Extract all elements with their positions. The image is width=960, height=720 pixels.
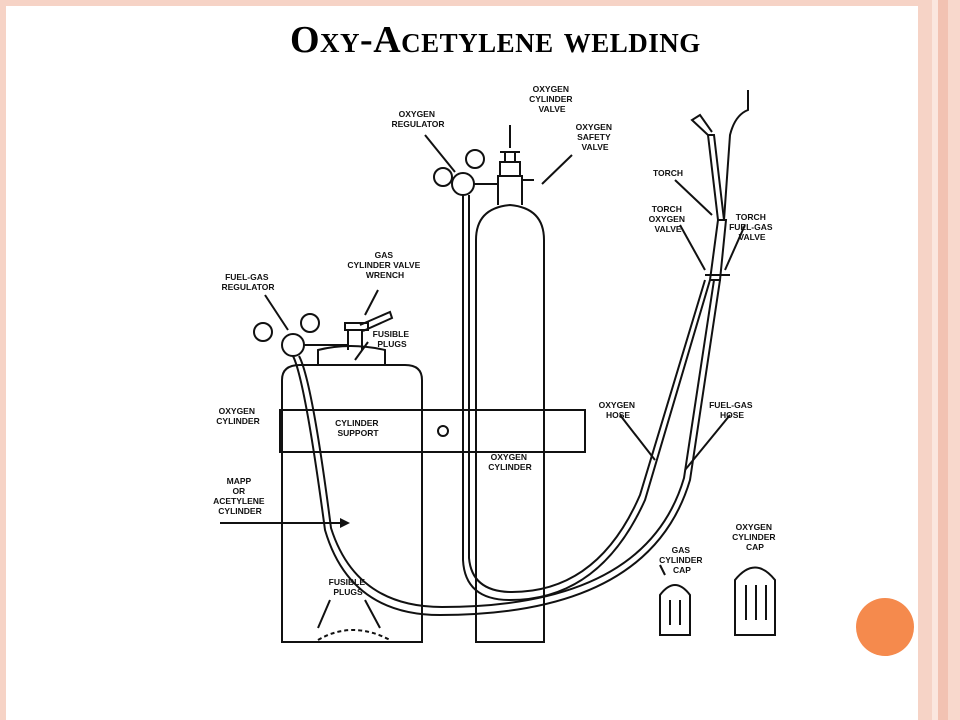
label-oxygen-safety-valve-1: OXYGEN — [576, 122, 612, 132]
svg-text:OXYGEN HOSE: OXYGEN HOSE — [599, 400, 638, 420]
svg-text:TORCH: TORCH — [653, 168, 683, 178]
label-mapp-cylinder-4: CYLINDER — [218, 506, 261, 516]
label-torch-oxygen-valve-1: TORCH — [652, 204, 682, 214]
label-torch-oxygen-valve-3: VALVE — [654, 224, 681, 234]
svg-text:TORCH OXYGEN VALVE: TORCH OXYGEN VALVE — [649, 204, 688, 234]
top-border — [0, 0, 932, 6]
cylinder-support-band — [279, 409, 586, 453]
label-oxygen-cylinder-center-1: OXYGEN — [491, 452, 527, 462]
welding-torch — [708, 219, 728, 281]
label-oxygen-hose-2: HOSE — [606, 410, 630, 420]
label-oxygen-cylinder-valve-2: CYLINDER — [529, 94, 572, 104]
label-torch-fuel-gas-valve-3: VALVE — [738, 232, 765, 242]
decorative-orange-circle — [856, 598, 914, 656]
label-oxygen-regulator-1: OXYGEN — [399, 109, 435, 119]
label-fusible-plugs-bottom-2: PLUGS — [333, 587, 363, 597]
svg-text:OXYGEN SAFETY VALVE: OXYGEN SAFETY VALVE — [576, 122, 615, 152]
svg-text:MAPP OR ACETYLENE: MAPP OR ACETYLENE CYLINDER — [213, 476, 267, 516]
left-border — [0, 0, 6, 720]
svg-text:CYLINDER SUPPORT: CYLINDER SUPPORT — [335, 418, 381, 438]
svg-text:TORCH FUEL-GAS VALVE: TORCH FUEL-GAS VALVE — [729, 212, 775, 242]
label-torch-oxygen-valve-2: OXYGEN — [649, 214, 685, 224]
right-stripe-4 — [948, 0, 960, 720]
oxygen-cylinder — [475, 203, 545, 643]
label-oxygen-cylinder-left-2: CYLINDER — [216, 416, 259, 426]
label-gas-cylinder-valve-wrench-3: WRENCH — [366, 270, 404, 280]
svg-text:FUEL-GAS REGULATOR: FUEL-GAS REGULATOR — [221, 272, 274, 292]
label-fuel-gas-regulator-1: FUEL-GAS — [225, 272, 269, 282]
svg-text:GAS CYLINDER VALVE WRE: GAS CYLINDER VALVE WRENCH — [347, 250, 422, 280]
label-oxygen-safety-valve-2: SAFETY — [577, 132, 611, 142]
label-mapp-cylinder-1: MAPP — [227, 476, 252, 486]
svg-text:OXYGEN CYLINDER CAP: OXYGEN CYLINDER CAP — [732, 522, 778, 552]
label-gas-cylinder-valve-wrench-1: GAS — [375, 250, 394, 260]
svg-text:OXYGEN CYLINDER: OXYGEN CYLINDER — [488, 452, 531, 472]
slide-title: Oxy-Acetylene welding — [290, 19, 701, 61]
label-oxygen-regulator-2: REGULATOR — [391, 119, 444, 129]
label-mapp-cylinder-3: ACETYLENE — [213, 496, 265, 506]
label-gas-cylinder-cap-3: CAP — [673, 565, 691, 575]
right-stripe-2 — [932, 0, 938, 720]
label-oxygen-hose-1: OXYGEN — [599, 400, 635, 410]
svg-text:FUSIBLE PLUGS: FUSIBLE PLUGS — [373, 329, 412, 349]
right-stripe-3 — [938, 0, 948, 720]
svg-text:FUSIBLE PLUGS: FUSIBLE PLUGS — [329, 577, 368, 597]
svg-text:GAS CYLINDER CAP: GAS CYLINDER CAP — [659, 545, 705, 575]
valve-wrench — [359, 310, 394, 332]
label-fuel-gas-hose-2: HOSE — [720, 410, 744, 420]
label-mapp-cylinder-2: OR — [232, 486, 245, 496]
welding-setup-diagram: OXYGEN CYLINDER VALVE OXYGEN REGULATOR O… — [213, 84, 778, 643]
label-fusible-plugs-top-1: FUSIBLE — [373, 329, 410, 339]
acetylene-cylinder — [281, 364, 423, 643]
label-oxygen-cylinder-cap-3: CAP — [746, 542, 764, 552]
label-oxygen-safety-valve-3: VALVE — [581, 142, 608, 152]
label-oxygen-cylinder-center-2: CYLINDER — [488, 462, 531, 472]
label-oxygen-cylinder-valve-1: OXYGEN — [533, 84, 569, 94]
label-oxygen-cylinder-valve-3: VALVE — [538, 104, 565, 114]
oxygen-cylinder-cap — [734, 566, 776, 636]
label-fuel-gas-hose-1: FUEL-GAS — [709, 400, 753, 410]
label-oxygen-cylinder-cap-2: CYLINDER — [732, 532, 775, 542]
fuel-gas-hose — [292, 279, 721, 617]
label-torch-fuel-gas-valve-1: TORCH — [736, 212, 766, 222]
gas-cylinder-cap — [659, 584, 691, 636]
label-oxygen-cylinder-left-1: OXYGEN — [219, 406, 255, 416]
svg-text:FUEL-GAS HOSE: FUEL-GAS HOSE — [709, 400, 755, 420]
svg-text:OXYGEN REGULATOR: OXYGEN REGULATOR — [391, 109, 444, 129]
label-fusible-plugs-bottom-1: FUSIBLE — [329, 577, 366, 587]
label-torch: TORCH — [653, 168, 683, 178]
oxygen-hose — [462, 195, 711, 602]
label-gas-cylinder-valve-wrench-2: CYLINDER VALVE — [347, 260, 420, 270]
label-fuel-gas-regulator-2: REGULATOR — [221, 282, 274, 292]
svg-text:OXYGEN CYLINDER VALVE: OXYGEN CYLINDER VALVE — [529, 84, 575, 114]
label-fusible-plugs-top-2: PLUGS — [377, 339, 407, 349]
right-stripe-1 — [918, 0, 932, 720]
label-torch-fuel-gas-valve-2: FUEL-GAS — [729, 222, 773, 232]
label-gas-cylinder-cap-2: CYLINDER — [659, 555, 702, 565]
label-cylinder-support-2: SUPPORT — [337, 428, 379, 438]
svg-text:OXYGEN CYLINDER: OXYGEN CYLINDER — [216, 406, 259, 426]
label-gas-cylinder-cap-1: GAS — [672, 545, 691, 555]
label-oxygen-cylinder-cap-1: OXYGEN — [736, 522, 772, 532]
label-cylinder-support-1: CYLINDER — [335, 418, 378, 428]
